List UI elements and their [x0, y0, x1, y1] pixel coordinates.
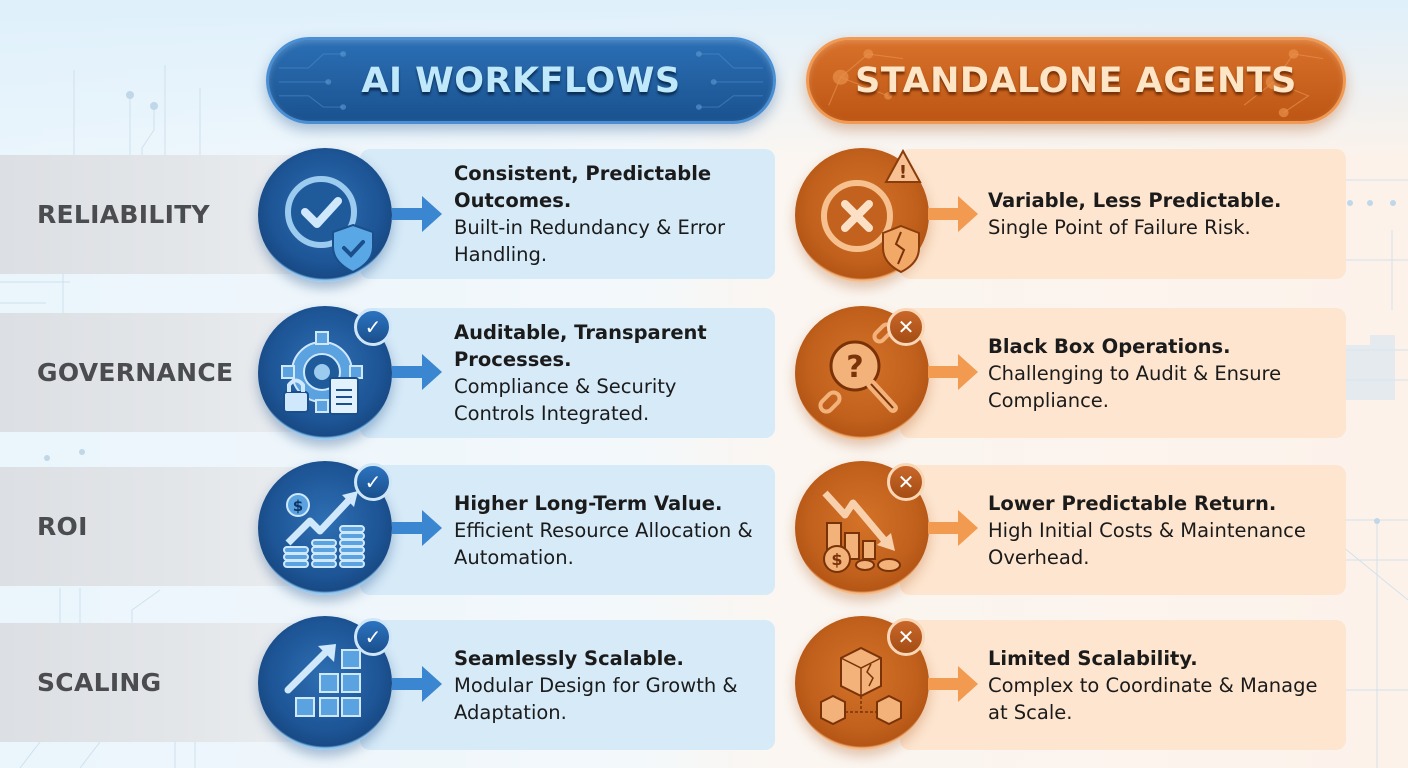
- gear-lock-document-icon: ✓: [258, 306, 392, 440]
- modular-cubes-arrow-icon: ✓: [258, 616, 392, 750]
- header-title-right: STANDALONE AGENTS: [855, 60, 1297, 101]
- row-label-text: SCALING: [37, 668, 162, 697]
- arrow-right-icon: [928, 510, 978, 546]
- svg-text:$: $: [293, 497, 303, 515]
- arrow-right-icon: [928, 196, 978, 232]
- check-badge-icon: ✓: [354, 308, 392, 346]
- arrow-right-icon: [928, 354, 978, 390]
- card-desc: Efficient Resource Allocation & Automati…: [454, 518, 753, 569]
- arrow-right-icon: [392, 354, 442, 390]
- card-desc: Challenging to Audit & Ensure Compliance…: [988, 361, 1282, 412]
- rising-chart-coins-icon: $ ✓: [258, 461, 392, 595]
- card-desc: Built-in Redundancy & Error Handling.: [454, 216, 726, 266]
- row-label-scaling: SCALING: [0, 623, 300, 742]
- question-magnifier-icon: ? ✕: [795, 306, 929, 440]
- row-label-text: ROI: [37, 512, 88, 541]
- network-pattern-icon: [828, 49, 1324, 118]
- falling-chart-coins-icon: $ ✕: [795, 461, 929, 595]
- svg-text:?: ?: [846, 350, 863, 385]
- x-badge-icon: ✕: [887, 308, 925, 346]
- row-label-governance: GOVERNANCE: [0, 313, 300, 432]
- header-standalone-agents: STANDALONE AGENTS: [806, 37, 1346, 124]
- arrow-right-icon: [928, 666, 978, 702]
- row-label-text: GOVERNANCE: [37, 358, 234, 387]
- workflow-card-governance: Auditable, Transparent Processes. Compli…: [360, 308, 775, 438]
- card-title: Consistent, Predictable Outcomes.: [454, 162, 712, 212]
- check-badge-icon: ✓: [354, 618, 392, 656]
- card-desc: Modular Design for Growth & Adaptation.: [454, 673, 738, 724]
- row-label-roi: ROI: [0, 467, 300, 586]
- header-title-left: AI WORKFLOWS: [361, 60, 681, 101]
- circuit-pattern-icon: [278, 51, 764, 110]
- svg-text:$: $: [831, 550, 842, 569]
- card-title: Seamlessly Scalable.: [454, 646, 684, 670]
- card-title: Lower Predictable Return.: [988, 491, 1277, 515]
- card-title: Auditable, Transparent Processes.: [454, 321, 707, 371]
- row-label-reliability: RELIABILITY: [0, 155, 300, 274]
- card-title: Higher Long-Term Value.: [454, 491, 723, 515]
- x-badge-icon: ✕: [887, 463, 925, 501]
- cracked-cubes-icon: ✕: [795, 616, 929, 750]
- card-desc: Complex to Coordinate & Manage at Scale.: [988, 673, 1318, 724]
- check-circle-shield-icon: [258, 148, 392, 282]
- row-label-text: RELIABILITY: [37, 200, 210, 229]
- card-title: Variable, Less Predictable.: [988, 189, 1282, 212]
- card-desc: High Initial Costs & Maintenance Overhea…: [988, 518, 1306, 569]
- card-desc: Compliance & Security Controls Integrate…: [454, 375, 677, 425]
- x-circle-broken-shield-icon: !: [795, 148, 929, 282]
- arrow-right-icon: [392, 510, 442, 546]
- card-desc: Single Point of Failure Risk.: [988, 216, 1251, 239]
- card-title: Black Box Operations.: [988, 334, 1231, 358]
- check-badge-icon: ✓: [354, 463, 392, 501]
- arrow-right-icon: [392, 196, 442, 232]
- svg-text:!: !: [899, 162, 907, 183]
- header-ai-workflows: AI WORKFLOWS: [266, 37, 776, 124]
- x-badge-icon: ✕: [887, 618, 925, 656]
- card-title: Limited Scalability.: [988, 646, 1198, 670]
- arrow-right-icon: [392, 666, 442, 702]
